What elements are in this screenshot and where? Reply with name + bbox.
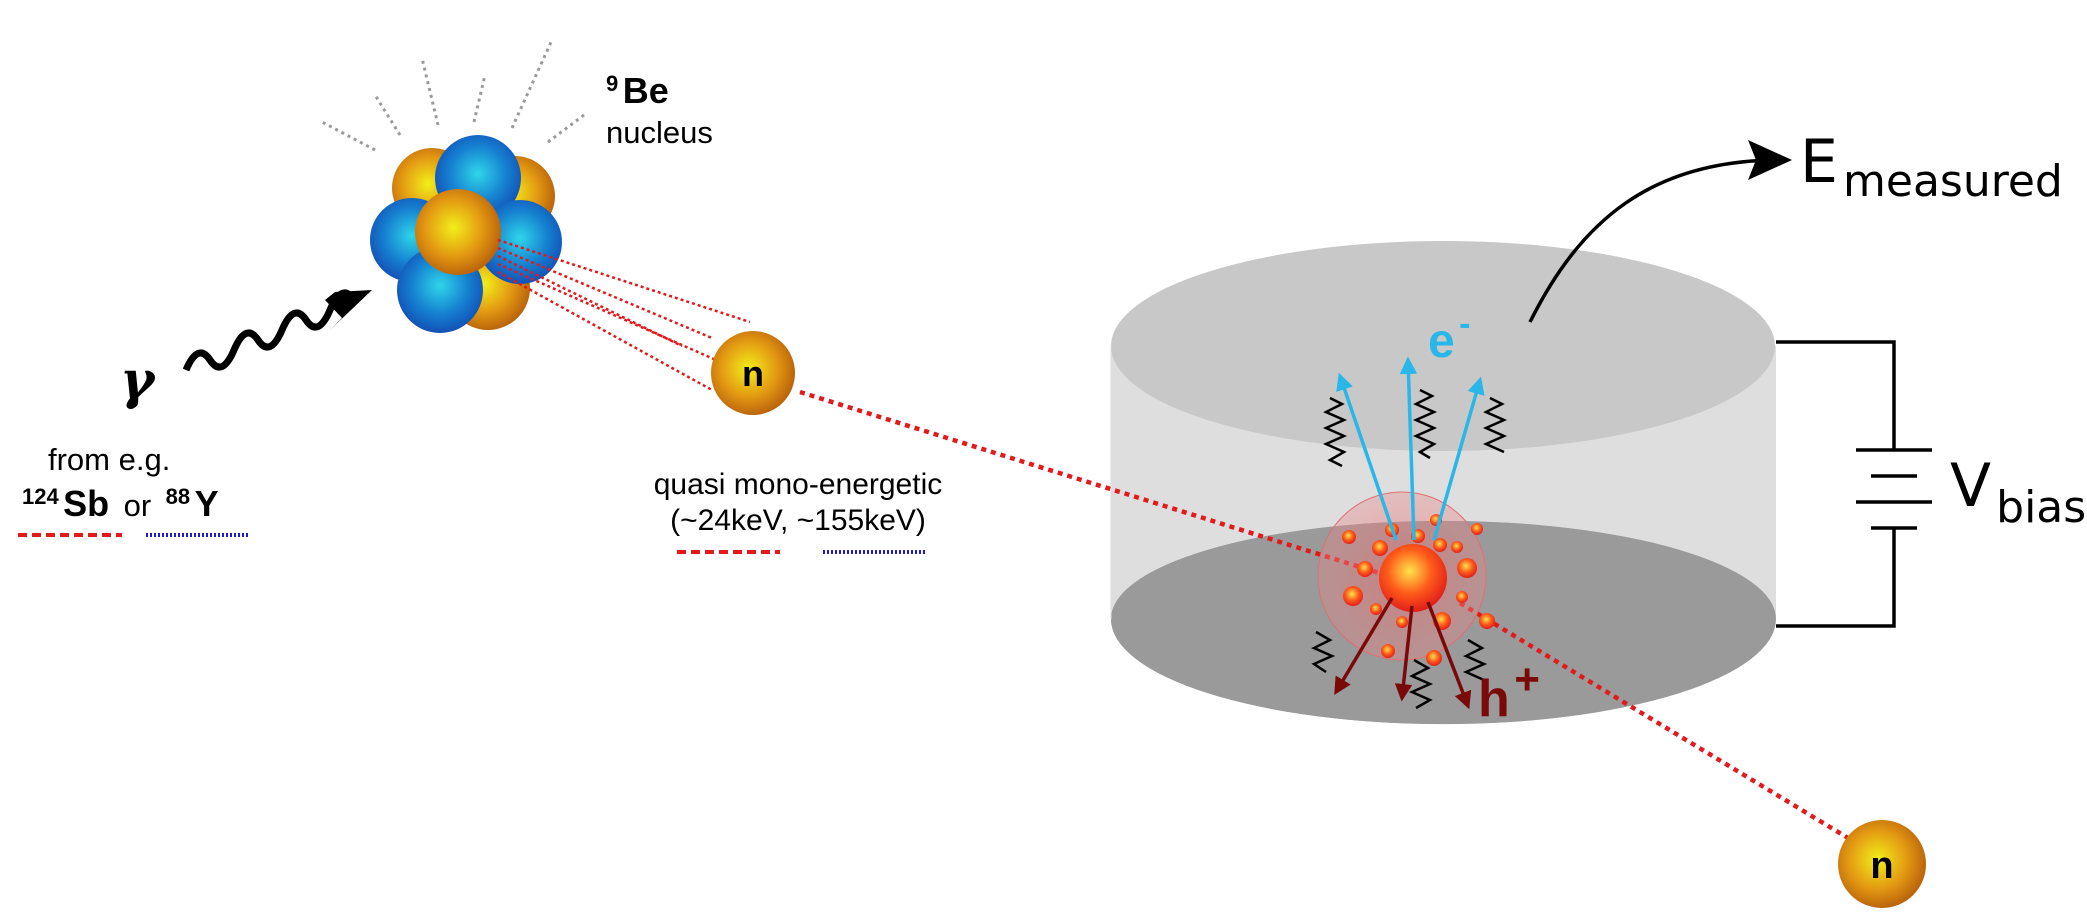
- beryllium-nucleus: 9 Be nucleus: [321, 39, 713, 333]
- voltage-symbol: V: [1950, 451, 1991, 521]
- voltage-bias-label: V bias: [1950, 451, 2086, 533]
- neutron-symbol: n: [742, 353, 764, 394]
- hole-drift-arrows: [1334, 597, 1472, 710]
- nucleus-label: nucleus: [606, 115, 713, 150]
- energy-output-arrow-icon: [1528, 158, 1781, 323]
- electron-label: e -: [1428, 305, 1470, 368]
- neutron-description-line2: (~24keV, ~155keV): [670, 504, 926, 537]
- gamma-arrowhead-icon: [325, 290, 372, 330]
- energy-symbol: E: [1800, 127, 1838, 197]
- hole-symbol: h: [1478, 670, 1510, 728]
- energy-subscript: measured: [1843, 156, 2063, 207]
- source-isotopes: 124 Sb or 88 Y: [22, 483, 219, 524]
- voltage-subscript: bias: [1996, 482, 2086, 533]
- isotope2-mass: 88: [166, 484, 190, 509]
- hole-charge: +: [1514, 655, 1540, 704]
- isotope2-symbol: Y: [195, 483, 219, 524]
- energy-arrowhead-icon: [1748, 140, 1792, 180]
- neutron-description-line1: quasi mono-energetic: [654, 468, 943, 501]
- emitted-neutron: n: [711, 331, 795, 415]
- incident-neutron-path: [799, 389, 1409, 585]
- electron-drift-arrows: [1336, 356, 1485, 541]
- gamma-symbol: γ: [120, 350, 157, 411]
- scattered-neutron-symbol: n: [1870, 845, 1893, 887]
- neutron-emission-lines: [497, 238, 751, 392]
- germanium-detector: [1110, 241, 1776, 725]
- bias-circuit: [1776, 340, 1932, 628]
- electron-charge: -: [1459, 305, 1470, 343]
- electron-symbol: e: [1428, 315, 1455, 368]
- or-text: or: [124, 488, 152, 523]
- gamma-source-group: γ from e.g. 124 Sb or 88 Y: [18, 289, 372, 537]
- source-from-text: from e.g.: [48, 442, 170, 477]
- isotope1-symbol: Sb: [63, 483, 109, 524]
- interaction-cloud: [1317, 491, 1495, 666]
- hole-label: h +: [1478, 655, 1540, 728]
- phonon-zigzags-icon: [1311, 388, 1508, 710]
- isotope1-mass: 124: [22, 484, 59, 509]
- nucleus-isotope-label: 9 Be: [606, 70, 669, 111]
- nucleus-symbol: Be: [623, 70, 669, 111]
- energy-measured-label: E measured: [1800, 127, 2063, 207]
- scattered-neutron: n: [1838, 820, 1926, 908]
- gamma-wave-icon: [182, 289, 357, 372]
- nucleus-rays-icon: [321, 39, 585, 152]
- nucleus-mass: 9: [606, 71, 618, 96]
